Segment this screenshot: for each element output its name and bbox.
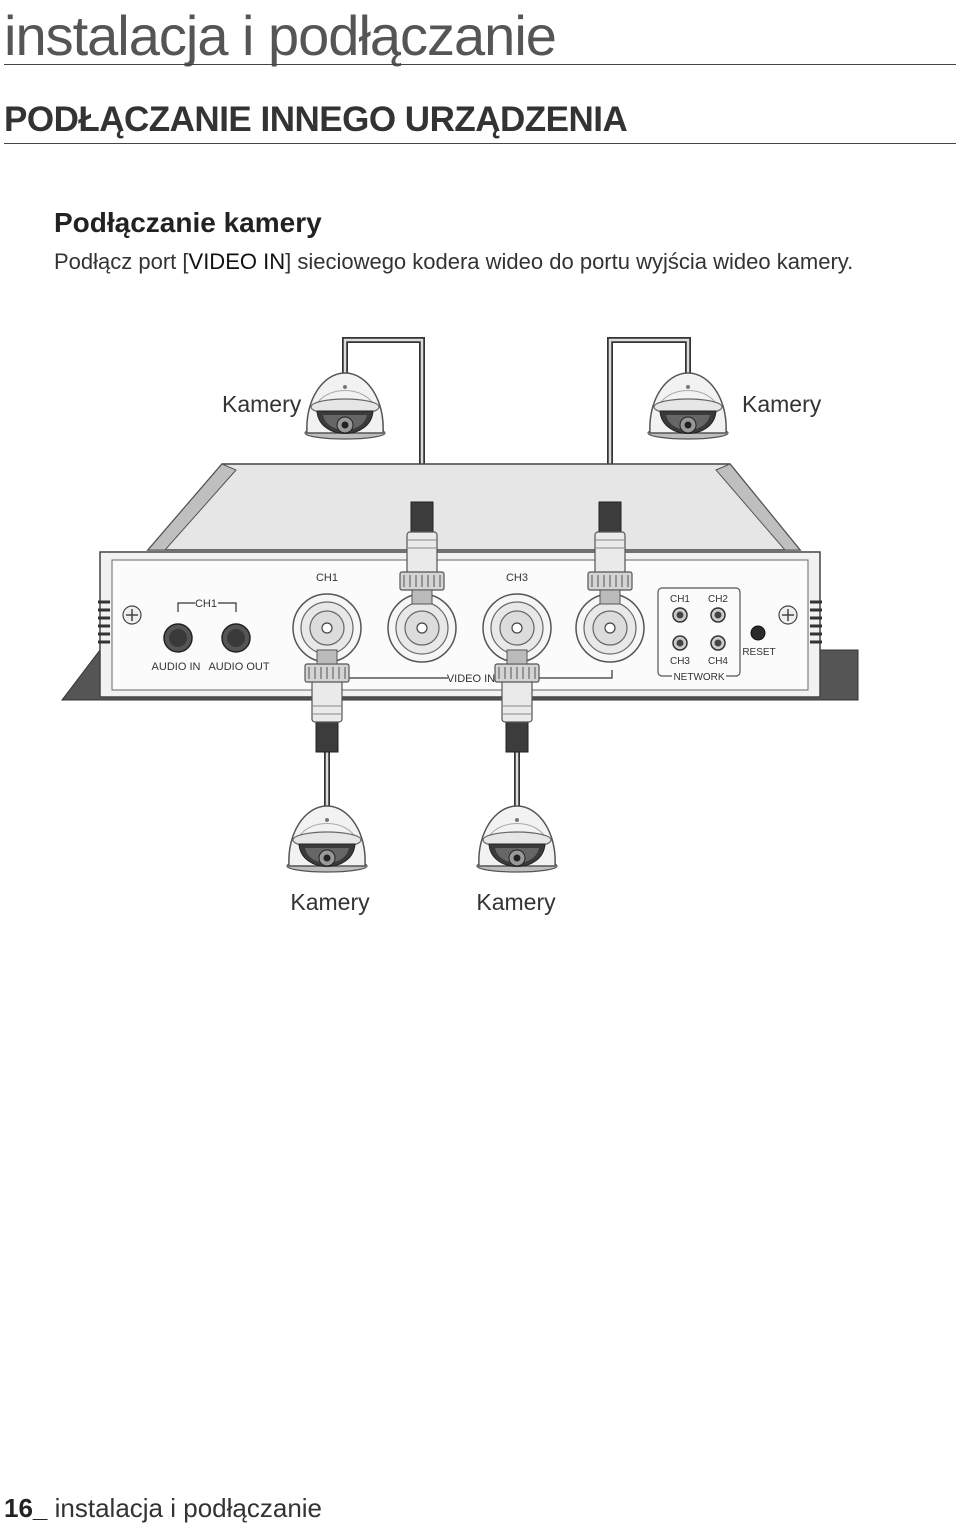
instruction-text: Podłącz port [VIDEO IN] sieciowego koder… — [54, 246, 853, 278]
video-ch1-label: CH1 — [316, 572, 338, 584]
section-rule — [4, 143, 956, 144]
camera-top-right — [647, 372, 729, 440]
camera-bottom-left — [286, 805, 368, 873]
screw-right-icon — [778, 605, 798, 625]
instruction-pre: Podłącz port [ — [54, 249, 189, 274]
footer-chapter-name: instalacja i podłączanie — [54, 1493, 323, 1523]
camera-label-bottom-left: Kamery — [290, 889, 370, 915]
network-ch1-label: CH1 — [670, 594, 690, 605]
section-title: PODŁĄCZANIE INNEGO URZĄDZENIA — [4, 100, 628, 139]
page-number: 16_ — [4, 1493, 48, 1523]
video-in-label: VIDEO IN — [447, 673, 495, 685]
camera-label-top-left: Kamery — [222, 391, 302, 417]
network-ch2-led — [710, 607, 726, 623]
audio-in-label: AUDIO IN — [152, 661, 201, 673]
bnc-plug-bottom-right — [494, 649, 540, 753]
camera-bottom-right — [476, 805, 558, 873]
network-ch2-label: CH2 — [708, 594, 728, 605]
network-label: NETWORK — [673, 672, 724, 683]
network-ch4-label: CH4 — [708, 656, 728, 667]
page-footer: 16_ instalacja i podłączanie — [4, 1490, 322, 1526]
reset-button[interactable] — [750, 625, 766, 641]
connection-diagram: Kamery Kamery CH1 — [60, 337, 859, 915]
reset-label: RESET — [742, 647, 775, 658]
chapter-title: instalacja i podłączanie — [4, 4, 557, 67]
network-ch4-led — [710, 635, 726, 651]
audio-out-port[interactable] — [221, 623, 251, 653]
header-rule — [4, 64, 956, 65]
network-ch3-led — [672, 635, 688, 651]
camera-label-top-right: Kamery — [742, 391, 822, 417]
network-ch3-label: CH3 — [670, 656, 690, 667]
bnc-plug-bottom-left — [304, 649, 350, 753]
camera-label-bottom-right: Kamery — [476, 889, 556, 915]
video-ch3-label: CH3 — [506, 572, 528, 584]
instruction-port-name: VIDEO IN — [188, 249, 286, 274]
network-ch1-led — [672, 607, 688, 623]
video-encoder — [60, 463, 859, 701]
audio-in-port[interactable] — [163, 623, 193, 653]
camera-top-left — [304, 372, 386, 440]
screw-left-icon — [122, 605, 142, 625]
subsection-title: Podłączanie kamery — [54, 207, 322, 238]
instruction-post: ] sieciowego kodera wideo do portu wyjśc… — [285, 249, 854, 274]
audio-ch1-label: CH1 — [195, 598, 217, 610]
audio-out-label: AUDIO OUT — [208, 661, 269, 673]
